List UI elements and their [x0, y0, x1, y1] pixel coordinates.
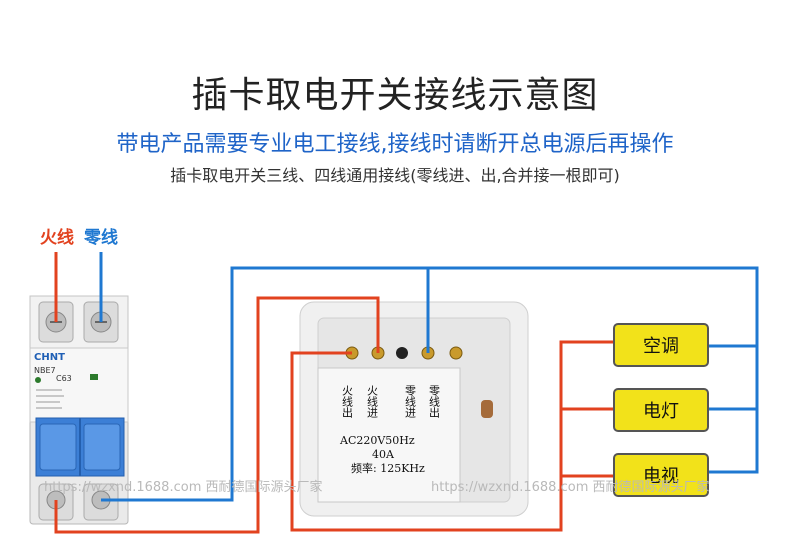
- breaker-model: NBE7: [34, 366, 56, 375]
- terminal-neutral-out: 零线出: [428, 385, 441, 418]
- card-power-switch: 火线出 火线进 零线进 零线出 AC220V50Hz 40A 频率: 125KH…: [299, 301, 529, 517]
- load-light: 电灯: [643, 401, 679, 422]
- breaker-rating: C63: [56, 374, 72, 383]
- circuit-breaker: CHNT NBE7 C63: [29, 295, 129, 525]
- wires: [54, 252, 759, 534]
- load-air-conditioner: 空调: [643, 336, 679, 357]
- page-title: 插卡取电开关接线示意图: [191, 75, 599, 116]
- live-wire-label: 火线: [40, 228, 74, 248]
- spec-current: 40A: [372, 448, 395, 461]
- load-tv: 电视: [643, 466, 679, 487]
- spec-frequency: 频率: 125KHz: [351, 461, 425, 475]
- spec-voltage: AC220V50Hz: [339, 434, 415, 447]
- safety-warning: 带电产品需要专业电工接线,接线时请断开总电源后再操作: [116, 132, 674, 157]
- watermark-left: https://wzxnd.1688.com 西耐德国际源头厂家: [44, 479, 323, 495]
- neutral-wire-label: 零线: [84, 228, 118, 248]
- watermark-right: https://wzxnd.1688.com 西耐德国际源头厂家: [431, 479, 710, 495]
- terminal-live-in: 火线进: [366, 385, 379, 418]
- terminal-neutral-in: 零线进: [404, 385, 417, 418]
- wiring-note: 插卡取电开关三线、四线通用接线(零线进、出,合并接一根即可): [170, 166, 620, 185]
- breaker-brand: CHNT: [34, 352, 65, 363]
- load-boxes: 空调 电灯 电视: [613, 323, 709, 497]
- terminal-live-out: 火线出: [341, 385, 354, 418]
